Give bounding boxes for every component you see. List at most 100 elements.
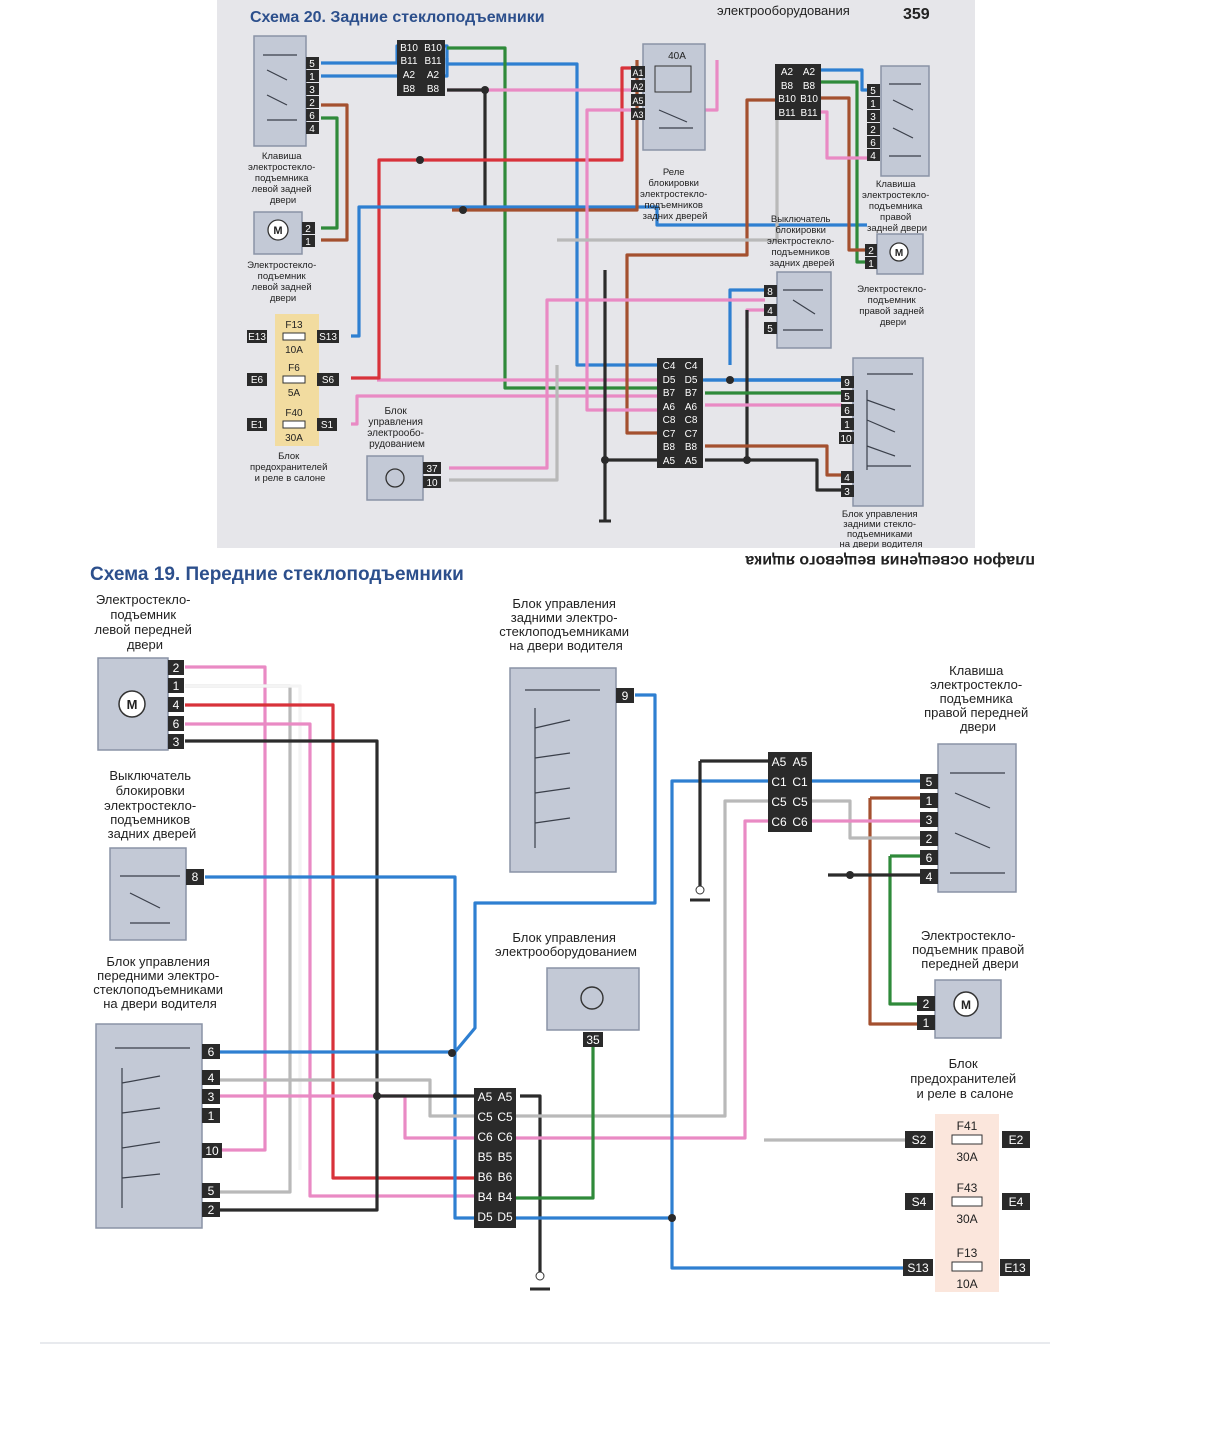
pin-label: 1 (926, 794, 933, 808)
fuse-name: F13 (957, 1246, 978, 1260)
pin-label: 2 (870, 125, 876, 136)
pin-label: 3 (309, 85, 315, 96)
pin-label: 6 (208, 1045, 215, 1059)
motor-icon (267, 219, 289, 241)
unit-body (852, 357, 924, 507)
fuse-right-pin: S13 (319, 332, 337, 343)
wire-brown-rmotor (817, 96, 877, 252)
fuse-symbol (951, 1196, 983, 1207)
left-switch-label: Клавиша электростекло- подъемника левой … (248, 151, 318, 206)
connector-pin: A2 (781, 67, 794, 78)
junction (668, 1214, 676, 1222)
fuse-symbol (282, 420, 306, 429)
pin-label: 5 (870, 86, 876, 97)
wire-blue-c (516, 779, 770, 1220)
fuse-right-pin: E13 (1004, 1261, 1026, 1275)
right-rear-switch: 5 1 3 2 6 4 Клавиша электростекло- подъе… (862, 65, 930, 234)
fuse-symbol (282, 375, 306, 384)
wire-pink-2 (351, 394, 657, 426)
wire-green-left (321, 116, 339, 230)
rear-lock-switch: Выключатель блокировки электростекло- по… (764, 214, 834, 349)
connector-pin: B6 (478, 1170, 493, 1184)
fuse-symbol (951, 1261, 983, 1272)
left-switch-pins: 5 1 3 2 6 4 (306, 57, 319, 135)
fuse-name: F13 (285, 320, 303, 331)
connector-body (397, 40, 445, 96)
fuse-f13: E13 F13 10A S13 (247, 320, 339, 356)
fuse-f41: S2 F41 30A E2 (905, 1119, 1030, 1164)
pin-label: 1 (923, 1016, 930, 1030)
wire-pink-lock (745, 308, 765, 328)
junction (726, 376, 734, 384)
pin-label: 6 (844, 406, 850, 417)
connector-pin: B10 (800, 94, 818, 105)
junction (448, 1049, 456, 1057)
wire-pink-b (185, 722, 474, 1198)
connector-pin: C6 (792, 815, 808, 829)
connector-pin: A5 (478, 1090, 493, 1104)
lock-contacts (120, 875, 180, 924)
motor-body (253, 211, 303, 255)
connector-pin: A5 (498, 1090, 513, 1104)
ghost-bleed-title: плафон освещения вещевого ящика (745, 552, 1035, 569)
right-switch-label: Клавиша электростекло- подъемника правой… (924, 663, 1032, 734)
wire-pink-c (220, 1094, 474, 1140)
fuse-right-pin: S1 (321, 420, 334, 431)
connector-pin: C5 (771, 795, 787, 809)
fuse-name: F6 (288, 363, 300, 374)
unit-contacts (115, 1047, 190, 1208)
connector-pin: C8 (685, 415, 698, 426)
connector-pin: C6 (497, 1130, 513, 1144)
connector-pin: C5 (477, 1110, 493, 1124)
connector-pin: B10 (424, 43, 442, 54)
unit-contacts (866, 373, 913, 470)
pin-label: 8 (767, 287, 773, 298)
ecu-body (546, 967, 640, 1031)
relay-contact (658, 109, 693, 129)
pin-label: 1 (868, 259, 874, 270)
pin-label: 2 (923, 997, 930, 1011)
left-motor-label: Электростекло- подъемник левой передней … (94, 592, 195, 652)
motor-icon (889, 242, 909, 262)
connector-pin: D5 (685, 375, 698, 386)
lock-relay: 40A A1 A2 A5 A3 Реле блокировки электрос… (631, 43, 707, 222)
connector-body (768, 752, 812, 832)
connector-pin: A5 (663, 456, 676, 467)
wire-blue-d (670, 1218, 905, 1270)
connector-pin: B5 (478, 1150, 493, 1164)
pin-label: 1 (208, 1109, 215, 1123)
connector-pin: A6 (663, 402, 676, 413)
connector-pin: B4 (498, 1190, 513, 1204)
wire-pink-ecu (449, 298, 765, 470)
pin-label: 37 (426, 464, 438, 475)
pin-label: 10 (840, 434, 852, 445)
switch-contacts (263, 54, 297, 121)
wire-gray (449, 85, 779, 482)
pin-label: 5 (767, 324, 773, 335)
fuse-f13-bottom: S13 F13 10A E13 (903, 1246, 1030, 1291)
connector-pin: A2 (403, 70, 416, 81)
pin-label: 10 (426, 478, 438, 489)
unit-body (95, 1023, 203, 1229)
pin-label: 6 (926, 851, 933, 865)
wire-black-ground (705, 310, 842, 492)
right-switch-body (937, 743, 1017, 893)
connector-pin: C8 (663, 415, 676, 426)
pin-label: 3 (173, 735, 180, 749)
junction (601, 456, 609, 464)
fuse-f6: E6 F6 5A S6 (247, 363, 339, 399)
pin-label: 35 (586, 1033, 600, 1047)
rear-unit-label: Блок управления задними электро- стеклоп… (499, 596, 632, 653)
junction (373, 1092, 381, 1100)
pin-label: 4 (926, 870, 933, 884)
rear-windows-svg: Схема 20. Задние стеклоподъемники электр… (247, 3, 930, 548)
fuse-left-pin: E1 (251, 420, 264, 431)
right-rear-motor: M 2 1 Электростекло- подъемник правой за… (857, 233, 926, 328)
connector-pin: C5 (792, 795, 808, 809)
connector-pin: B11 (778, 108, 795, 119)
lock-contacts (783, 289, 823, 331)
switch-contacts (950, 772, 1005, 874)
driver-unit-label: Блок управления задними стекло- подъемни… (840, 509, 923, 548)
fuse-left-pin: S4 (912, 1195, 927, 1209)
